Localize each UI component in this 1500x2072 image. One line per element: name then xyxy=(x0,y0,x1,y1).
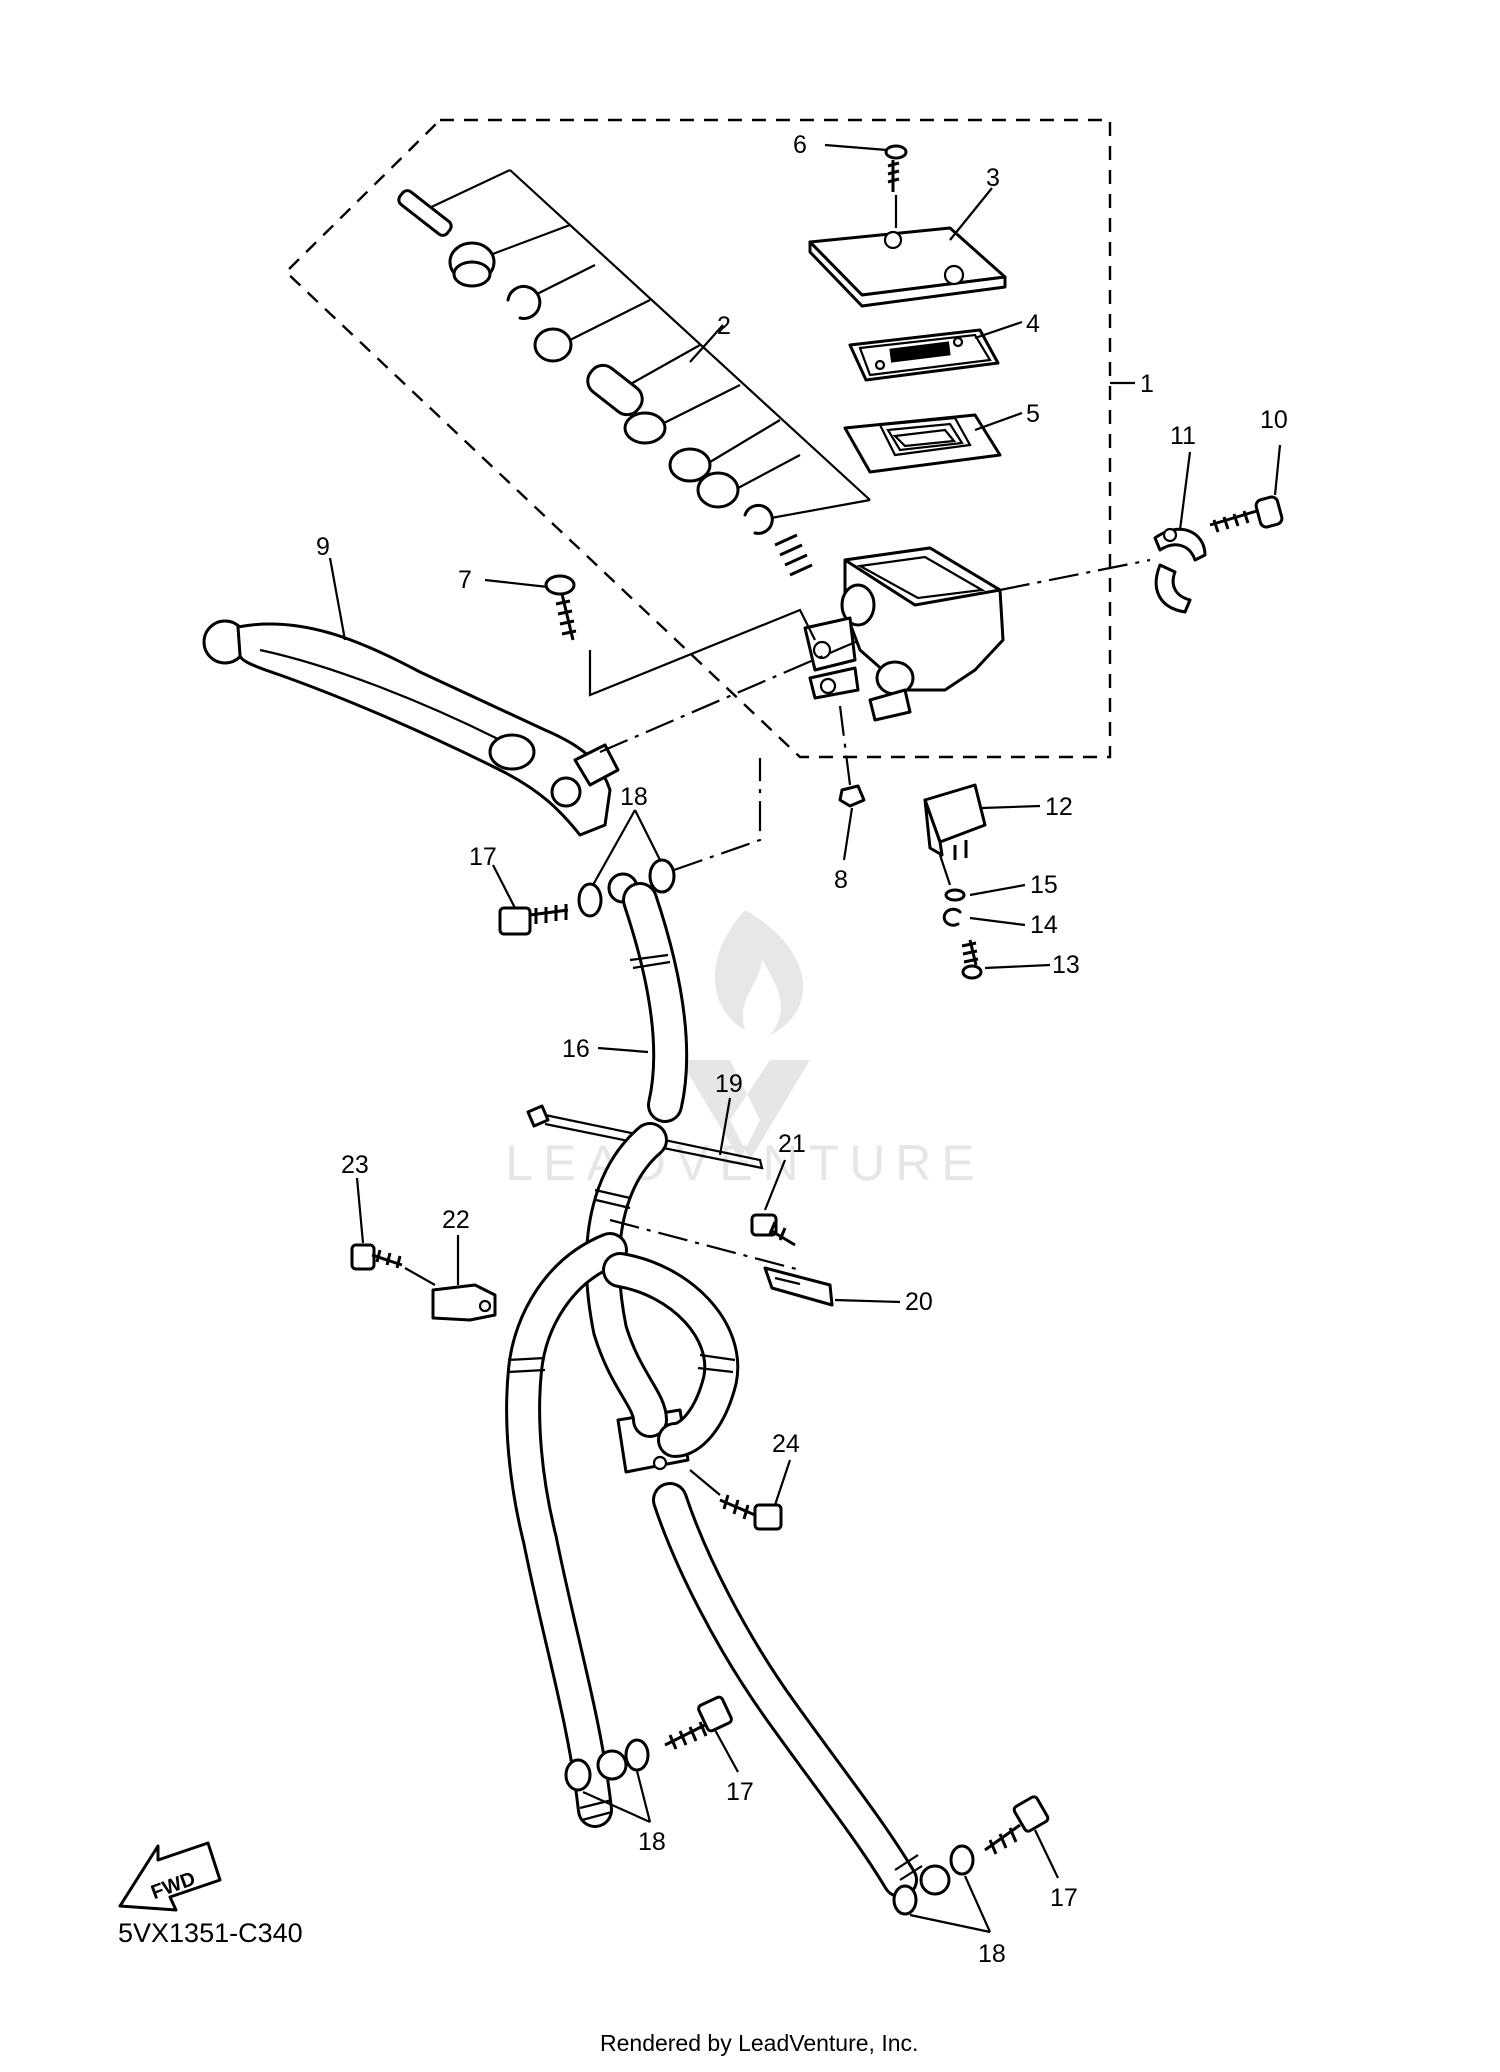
upper-brake-hose xyxy=(622,882,689,1123)
callout-21: 21 xyxy=(778,1130,806,1158)
callout-10: 10 xyxy=(1260,406,1288,434)
brake-light-switch xyxy=(923,783,987,886)
callout-7: 7 xyxy=(458,566,472,594)
lever-pivot-bolt xyxy=(544,574,816,697)
diaphragm xyxy=(843,413,1002,474)
upper-banjo-bolt xyxy=(498,904,569,936)
bracket-bolt xyxy=(750,1213,796,1247)
callout-22: 22 xyxy=(442,1206,470,1234)
callout-8: 8 xyxy=(834,866,848,894)
callout-2: 2 xyxy=(717,312,731,340)
callout-17b: 17 xyxy=(726,1778,754,1806)
lower-brake-hoses xyxy=(505,1122,923,1898)
callout-15: 15 xyxy=(1030,871,1058,899)
callout-18c: 18 xyxy=(978,1940,1006,1968)
lower-left-banjo-bolt xyxy=(664,1695,733,1750)
lower-right-banjo-washers xyxy=(892,1844,975,1916)
lower-left-banjo-washers xyxy=(564,1738,650,1792)
cap-screw xyxy=(884,144,908,228)
callout-4: 4 xyxy=(1026,310,1040,338)
piston-kit-leaders xyxy=(424,169,871,522)
callout-1: 1 xyxy=(1140,370,1154,398)
callout-17a: 17 xyxy=(469,843,497,871)
callout-3: 3 xyxy=(986,164,1000,192)
forward-direction-arrow: FWD xyxy=(118,1841,222,1912)
callout-11: 11 xyxy=(1170,422,1196,450)
callout-24: 24 xyxy=(772,1430,800,1458)
callout-18b: 18 xyxy=(638,1828,666,1856)
diaphragm-holder xyxy=(848,328,1000,382)
brake-lever xyxy=(202,619,620,837)
handlebar-clamp xyxy=(1153,527,1207,614)
pivot-nut xyxy=(838,705,866,808)
hose-bracket xyxy=(609,1218,834,1307)
callout-20: 20 xyxy=(905,1288,933,1316)
callout-9: 9 xyxy=(316,533,330,561)
piston-kit-parts xyxy=(397,189,813,577)
callout-6: 6 xyxy=(793,131,807,159)
watermark-text: LEADVENTURE xyxy=(505,1135,985,1191)
callout-23: 23 xyxy=(341,1151,369,1179)
lower-right-banjo-bolt xyxy=(984,1795,1050,1855)
diagram-code: 5VX1351-C340 xyxy=(118,1918,303,1948)
callout-17c: 17 xyxy=(1050,1884,1078,1912)
switch-screw-set xyxy=(942,888,983,980)
clamp-bolt xyxy=(1209,444,1284,533)
callout-leaders xyxy=(328,143,1192,1934)
render-credit: Rendered by LeadVenture, Inc. xyxy=(600,2030,919,2056)
watermark-logo xyxy=(714,910,804,1035)
joint-bolt xyxy=(689,1469,783,1531)
hose-clamp-bolt xyxy=(350,1243,436,1286)
callout-labels: 1 2 3 4 5 6 7 8 9 10 11 12 13 14 15 16 1… xyxy=(316,131,1288,1968)
callout-19: 19 xyxy=(715,1070,743,1098)
callout-18a: 18 xyxy=(620,783,648,811)
callout-5: 5 xyxy=(1026,400,1040,428)
callout-16: 16 xyxy=(562,1035,590,1063)
callout-14: 14 xyxy=(1030,911,1058,939)
callout-12: 12 xyxy=(1045,793,1073,821)
reservoir-cap xyxy=(808,226,1007,308)
fwd-arrow-icon xyxy=(118,1841,222,1912)
assembly-boundary xyxy=(284,118,1112,759)
callout-13: 13 xyxy=(1052,951,1080,979)
hose-clamp xyxy=(431,1283,497,1322)
master-cylinder-body xyxy=(803,546,1005,722)
